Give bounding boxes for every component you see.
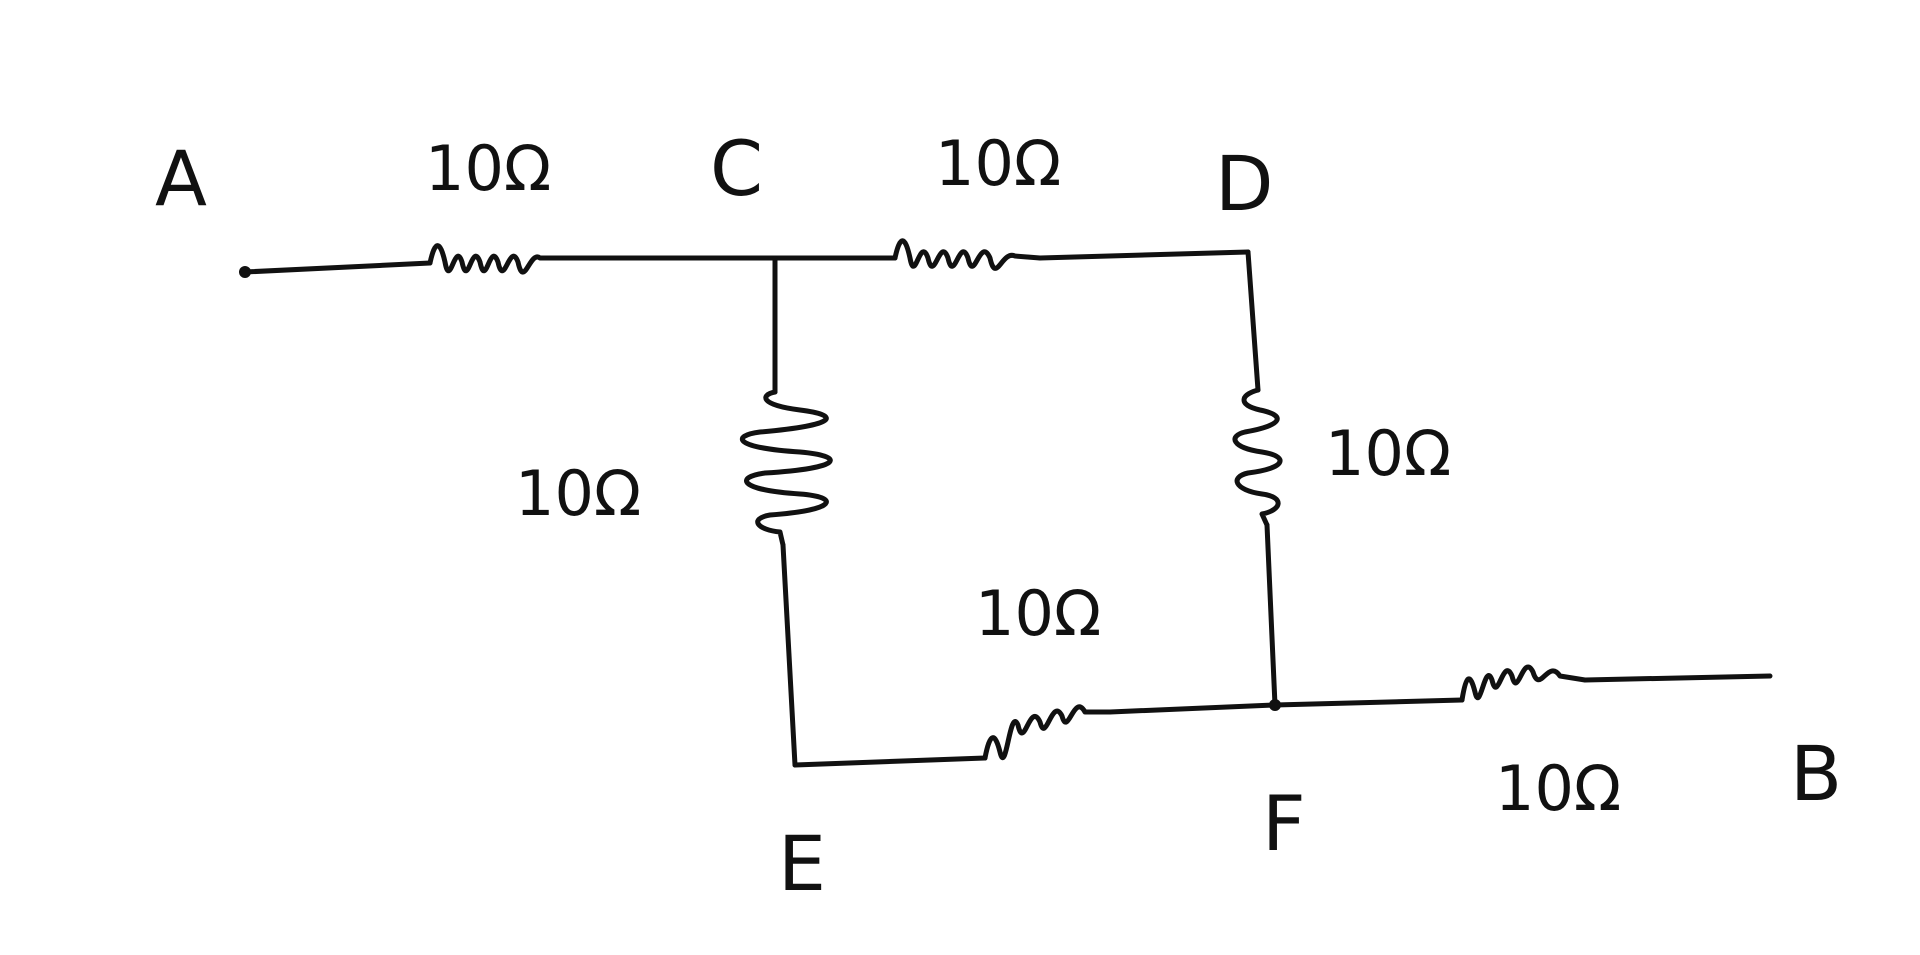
- node-label-c: C: [710, 124, 763, 213]
- wire-f-fb: [1272, 697, 1465, 708]
- node-label-e: E: [778, 819, 826, 908]
- wire-e-ef: [792, 755, 988, 768]
- resistor-label-ce: 10Ω: [515, 457, 641, 530]
- resistor-symbols: [427, 238, 1588, 761]
- resistor-ef: [982, 704, 1113, 761]
- resistor-fb: [1459, 664, 1588, 703]
- resistor-labels: 10Ω 10Ω 10Ω 10Ω 10Ω 10Ω: [425, 127, 1621, 825]
- node-label-a: A: [155, 134, 207, 223]
- resistor-label-ef: 10Ω: [975, 577, 1101, 650]
- wire-ce-e: [780, 542, 798, 768]
- wire-d-down: [1245, 249, 1261, 393]
- node-labels: A C D E F B: [155, 124, 1842, 908]
- resistor-ac: [427, 243, 563, 275]
- wire-df-f: [1264, 522, 1278, 708]
- wire-ef-f: [1107, 702, 1278, 715]
- resistor-label-df: 10Ω: [1325, 417, 1451, 490]
- wire-cd-d: [1037, 249, 1251, 261]
- resistor-label-ac: 10Ω: [425, 132, 551, 205]
- node-label-b: B: [1790, 729, 1842, 818]
- wire-fb-b: [1582, 673, 1773, 683]
- resistor-ce: [739, 389, 833, 548]
- wires: [239, 249, 1773, 768]
- resistor-df: [1232, 387, 1283, 528]
- resistor-label-cd: 10Ω: [935, 127, 1061, 200]
- node-label-d: D: [1215, 139, 1274, 228]
- wire-a-left: [242, 260, 433, 275]
- terminal-a-dot: [239, 266, 251, 278]
- resistor-label-fb: 10Ω: [1495, 752, 1621, 825]
- resistor-cd: [892, 238, 1043, 271]
- node-label-f: F: [1262, 779, 1306, 868]
